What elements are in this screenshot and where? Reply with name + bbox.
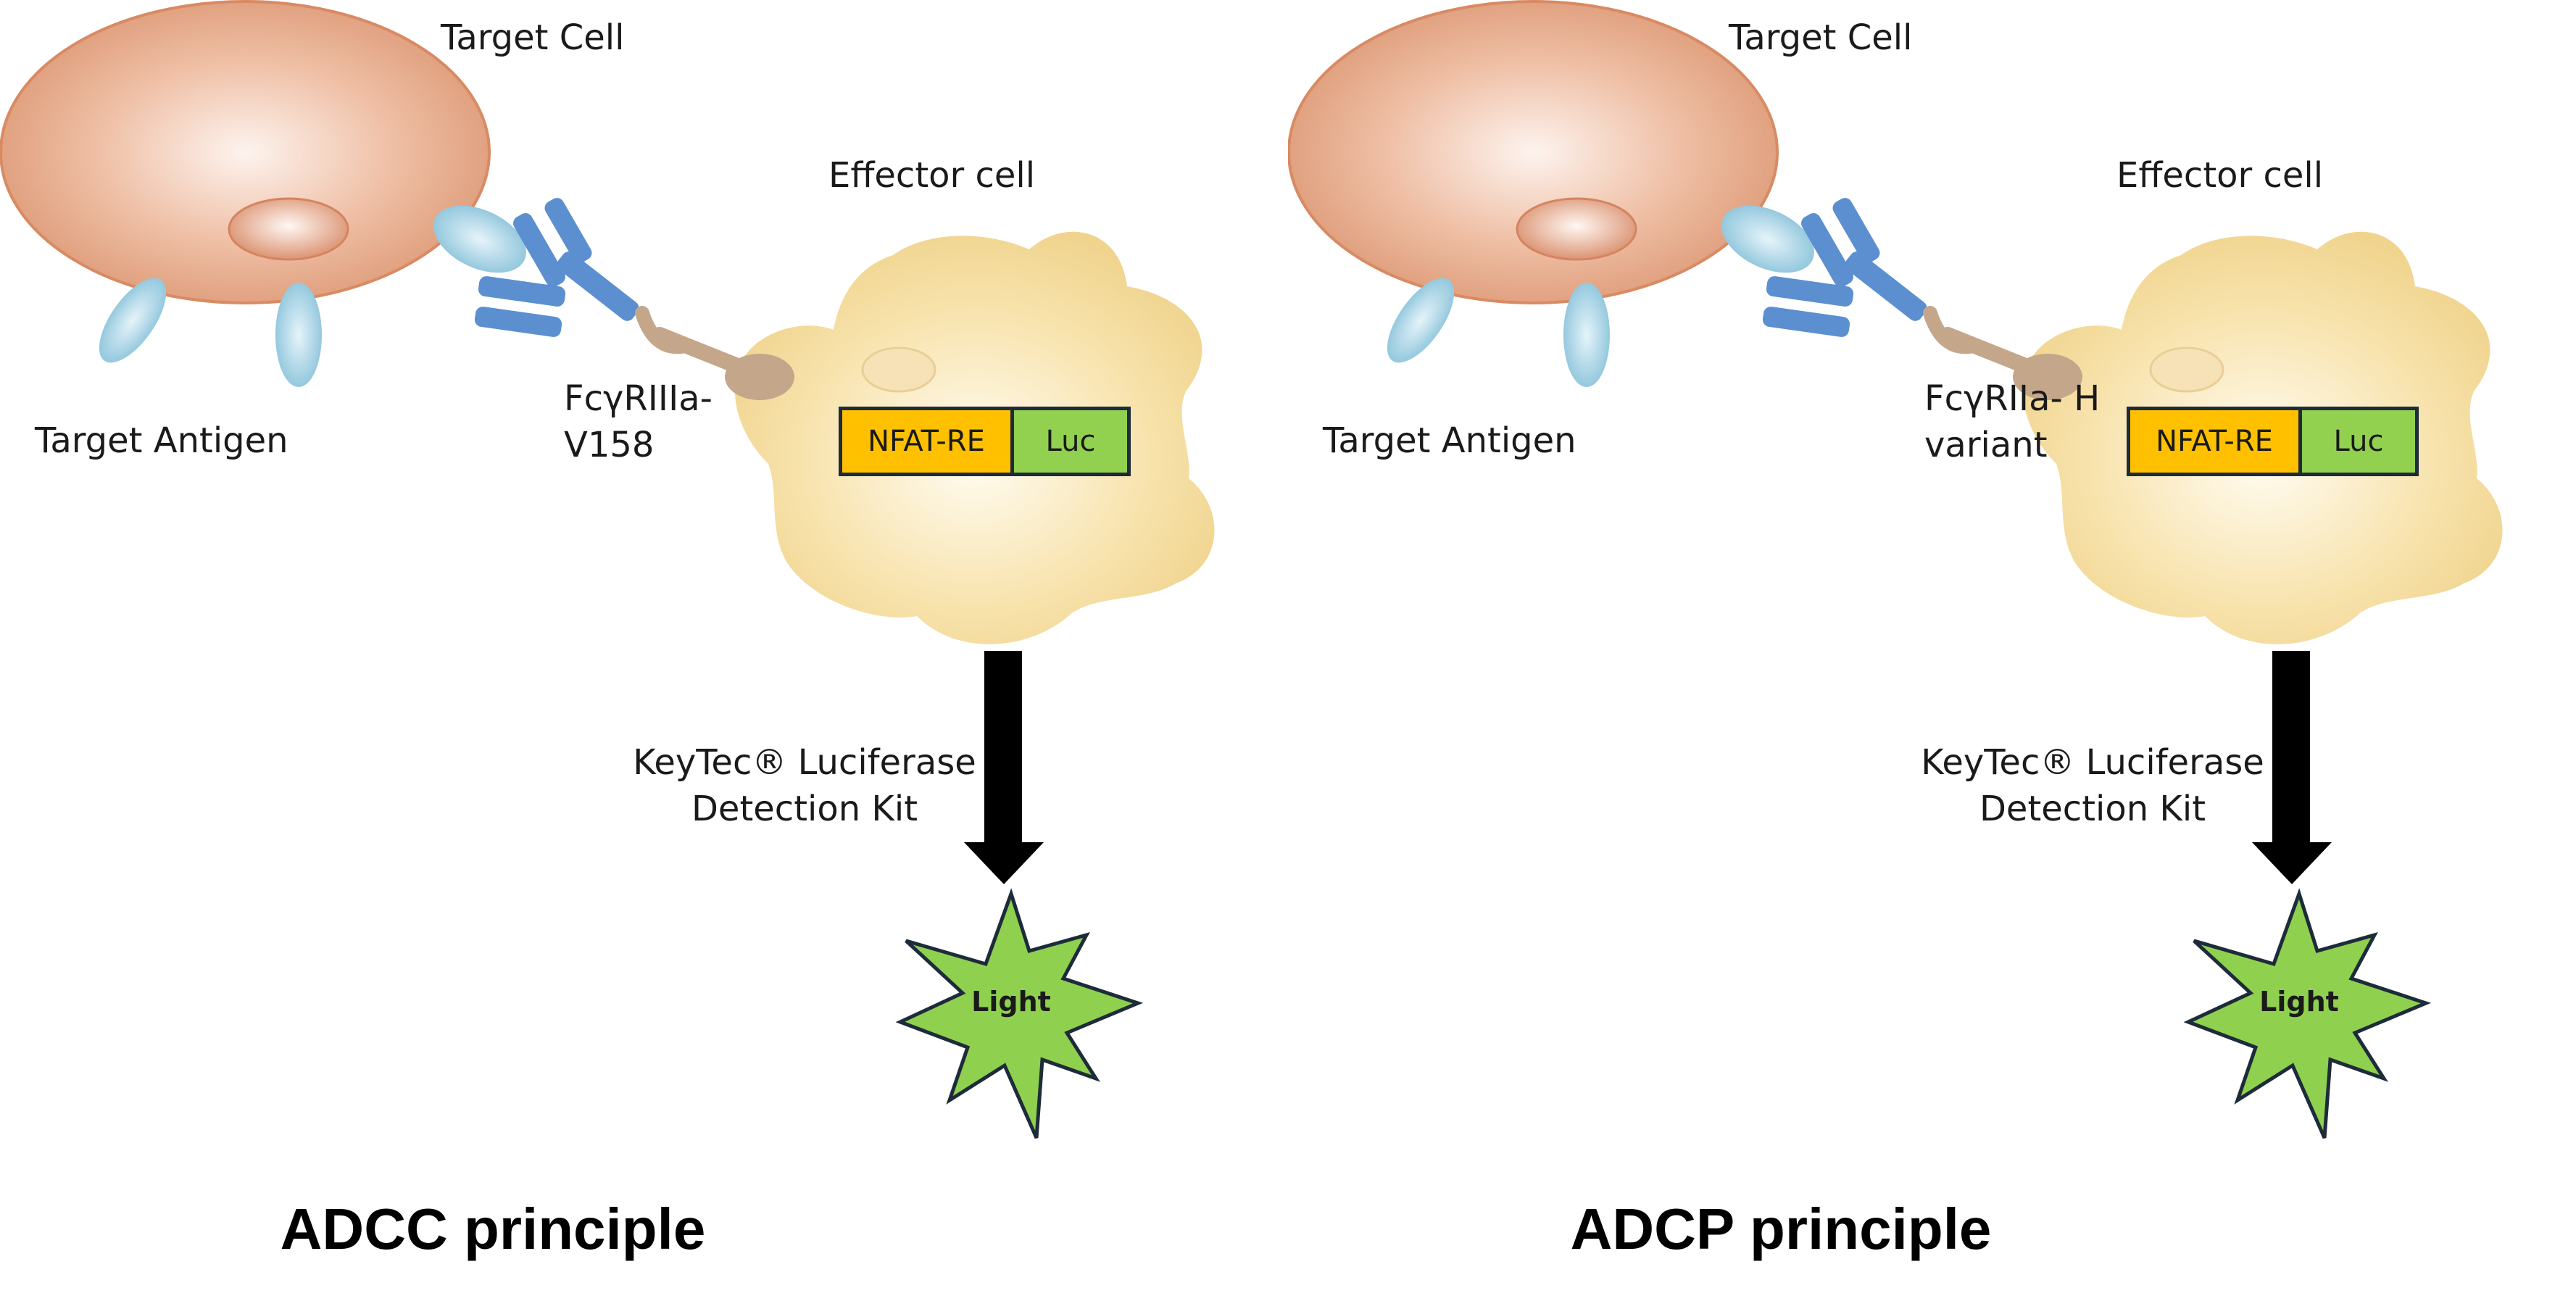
- light-starburst-icon: [895, 888, 1144, 1139]
- target-cell-nucleus: [1516, 197, 1637, 261]
- panel-caption: ADCP principle: [1570, 1197, 1992, 1261]
- light-label: Light: [971, 986, 1051, 1018]
- kit-label-line2: Detection Kit: [1979, 789, 2206, 829]
- adcc-diagram-art: [0, 0, 1215, 1139]
- target-antigen: [275, 283, 322, 387]
- nfat-re-box: NFAT-RE: [839, 407, 1014, 476]
- target-antigen-label: Target Antigen: [35, 420, 288, 461]
- light-label: Light: [2259, 986, 2339, 1018]
- fc-receptor-icon: [1923, 306, 2082, 400]
- panel-caption: ADCC principle: [280, 1197, 706, 1261]
- target-antigen: [1721, 205, 1814, 273]
- adcp-diagram-art: [1288, 0, 2503, 1139]
- kit-label-line1: KeyTec® Luciferase: [1921, 742, 2264, 783]
- target-antigen: [1563, 283, 1610, 387]
- kit-label-line2: Detection Kit: [691, 789, 918, 829]
- adcp-panel: Target Cell Effector cell Target Antigen…: [1288, 0, 2576, 1309]
- effector-nucleus: [861, 346, 936, 393]
- fc-receptor-icon: [635, 306, 794, 400]
- target-antigen: [99, 278, 167, 363]
- receptor-label-line2: V158: [564, 425, 655, 465]
- target-cell: [1288, 0, 1779, 304]
- effector-cell-label: Effector cell: [2116, 155, 2324, 196]
- kit-label-line1: KeyTec® Luciferase: [633, 742, 976, 783]
- target-cell-nucleus: [228, 197, 349, 261]
- adcc-panel: Target Cell Effector cell Target Antigen…: [0, 0, 1215, 1261]
- down-arrow-icon: [2252, 651, 2332, 884]
- target-antigen: [1387, 278, 1455, 363]
- antibody-icon: [474, 198, 639, 337]
- target-antigen: [433, 205, 526, 273]
- target-cell-label: Target Cell: [441, 17, 625, 58]
- receptor-label-line1: FcγRIIa- H: [1924, 378, 2101, 419]
- down-arrow-icon: [964, 651, 1044, 884]
- target-cell-label: Target Cell: [1729, 17, 1913, 58]
- target-cell: [0, 0, 491, 304]
- nfat-re-box: NFAT-RE: [2127, 407, 2302, 476]
- receptor-label-line2: variant: [1924, 425, 2048, 465]
- target-antigen-label: Target Antigen: [1323, 420, 1576, 461]
- effector-cell-label: Effector cell: [828, 155, 1036, 196]
- effector-nucleus: [2149, 346, 2224, 393]
- luc-box: Luc: [2298, 407, 2419, 476]
- antibody-icon: [1762, 198, 1927, 337]
- light-starburst-icon: [2183, 888, 2432, 1139]
- luc-box: Luc: [1010, 407, 1131, 476]
- receptor-label-line1: FcγRIIIa-: [564, 378, 712, 419]
